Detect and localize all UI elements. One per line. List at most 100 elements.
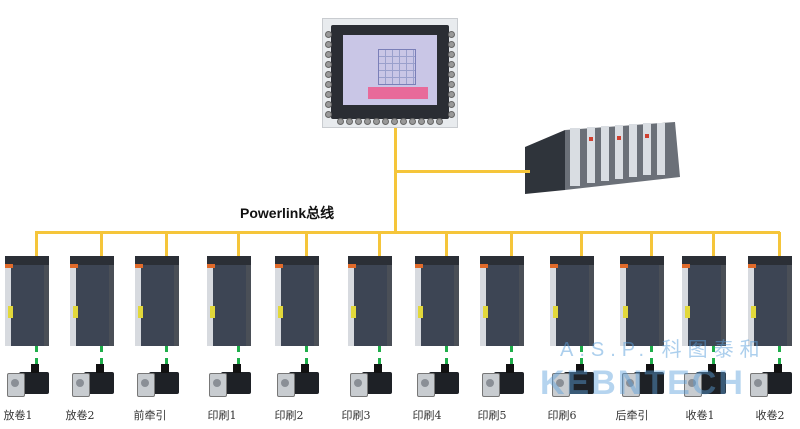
motor-cable bbox=[650, 346, 656, 364]
servo-motor bbox=[417, 364, 459, 397]
axis-label: 放卷2 bbox=[65, 409, 95, 422]
servo-motor bbox=[137, 364, 179, 397]
motor-cable bbox=[712, 346, 718, 364]
hmi-key bbox=[448, 91, 455, 98]
motor-cable bbox=[778, 346, 784, 364]
plc-bus-link bbox=[394, 170, 530, 173]
servo-drive bbox=[275, 256, 319, 346]
servo-motor bbox=[350, 364, 392, 397]
bus-drop bbox=[510, 232, 513, 264]
watermark-logo: KEBNTECH bbox=[540, 364, 745, 402]
motor-cable bbox=[445, 346, 451, 364]
axis-label: 收卷2 bbox=[755, 409, 785, 422]
servo-motor bbox=[750, 364, 792, 397]
bus-drop bbox=[305, 232, 308, 264]
bus-drop bbox=[100, 232, 103, 264]
hmi-key bbox=[355, 118, 362, 125]
hmi-key bbox=[391, 118, 398, 125]
axis-label: 放卷1 bbox=[3, 409, 33, 422]
servo-drive bbox=[415, 256, 459, 346]
bus-drop bbox=[237, 232, 240, 264]
hmi-key bbox=[364, 118, 371, 125]
motor-cable bbox=[237, 346, 243, 364]
motor-cable bbox=[100, 346, 106, 364]
servo-motor bbox=[552, 364, 594, 397]
servo-drive bbox=[70, 256, 114, 346]
servo-drive bbox=[348, 256, 392, 346]
hmi-key bbox=[448, 101, 455, 108]
motor-cable bbox=[35, 346, 41, 364]
hmi-key bbox=[400, 118, 407, 125]
hmi-key bbox=[325, 51, 332, 58]
servo-drive bbox=[682, 256, 726, 346]
axis-label: 印刷6 bbox=[547, 409, 577, 422]
hmi-key bbox=[325, 71, 332, 78]
bus-drop bbox=[445, 232, 448, 264]
hmi-key bbox=[325, 61, 332, 68]
hmi-key bbox=[448, 111, 455, 118]
servo-motor bbox=[72, 364, 114, 397]
hmi-key bbox=[346, 118, 353, 125]
servo-drive bbox=[620, 256, 664, 346]
hmi-key bbox=[448, 61, 455, 68]
hmi-key bbox=[409, 118, 416, 125]
axis-label: 印刷2 bbox=[274, 409, 304, 422]
hmi-trend-chart bbox=[378, 49, 416, 85]
servo-motor bbox=[482, 364, 524, 397]
servo-drive bbox=[748, 256, 792, 346]
hmi-key bbox=[325, 81, 332, 88]
hmi-screen bbox=[343, 35, 437, 105]
hmi-key bbox=[325, 91, 332, 98]
powerlink-bus bbox=[35, 231, 780, 234]
hmi-key bbox=[448, 81, 455, 88]
hmi-key bbox=[448, 51, 455, 58]
hmi-key bbox=[325, 101, 332, 108]
bus-drop bbox=[165, 232, 168, 264]
bus-drop bbox=[378, 232, 381, 264]
servo-motor bbox=[277, 364, 319, 397]
hmi-bus-link bbox=[394, 128, 397, 233]
servo-motor bbox=[209, 364, 251, 397]
motor-cable bbox=[510, 346, 516, 364]
hmi-key bbox=[418, 118, 425, 125]
plc-io-module bbox=[525, 122, 680, 194]
bus-drop bbox=[580, 232, 583, 264]
hmi-key bbox=[325, 111, 332, 118]
hmi-key bbox=[373, 118, 380, 125]
hmi-key bbox=[337, 118, 344, 125]
bus-drop bbox=[650, 232, 653, 264]
servo-motor bbox=[622, 364, 664, 397]
servo-drive bbox=[135, 256, 179, 346]
hmi-key bbox=[325, 41, 332, 48]
bus-drop bbox=[35, 232, 38, 264]
bus-drop bbox=[778, 232, 781, 264]
axis-label: 前牵引 bbox=[133, 409, 167, 422]
hmi-touch-panel bbox=[322, 18, 458, 128]
motor-cable bbox=[165, 346, 171, 364]
axis-label: 收卷1 bbox=[685, 409, 715, 422]
bus-drop bbox=[712, 232, 715, 264]
axis-label: 印刷3 bbox=[341, 409, 371, 422]
servo-drive bbox=[5, 256, 49, 346]
servo-drive bbox=[480, 256, 524, 346]
motor-cable bbox=[378, 346, 384, 364]
axis-label: 印刷5 bbox=[477, 409, 507, 422]
motor-cable bbox=[305, 346, 311, 364]
hmi-key bbox=[448, 31, 455, 38]
hmi-key bbox=[448, 71, 455, 78]
axis-label: 印刷1 bbox=[207, 409, 237, 422]
servo-motor bbox=[7, 364, 49, 397]
axis-label: 后牵引 bbox=[615, 409, 649, 422]
watermark-sub: A.S.P. 科图泰和 bbox=[560, 339, 766, 361]
axis-label: 印刷4 bbox=[412, 409, 442, 422]
hmi-key bbox=[325, 31, 332, 38]
servo-drive bbox=[550, 256, 594, 346]
servo-motor bbox=[684, 364, 726, 397]
bus-label: Powerlink总线 bbox=[240, 205, 335, 221]
hmi-key bbox=[382, 118, 389, 125]
hmi-key bbox=[427, 118, 434, 125]
servo-drive bbox=[207, 256, 251, 346]
hmi-key bbox=[448, 41, 455, 48]
motor-cable bbox=[580, 346, 586, 364]
hmi-key bbox=[436, 118, 443, 125]
